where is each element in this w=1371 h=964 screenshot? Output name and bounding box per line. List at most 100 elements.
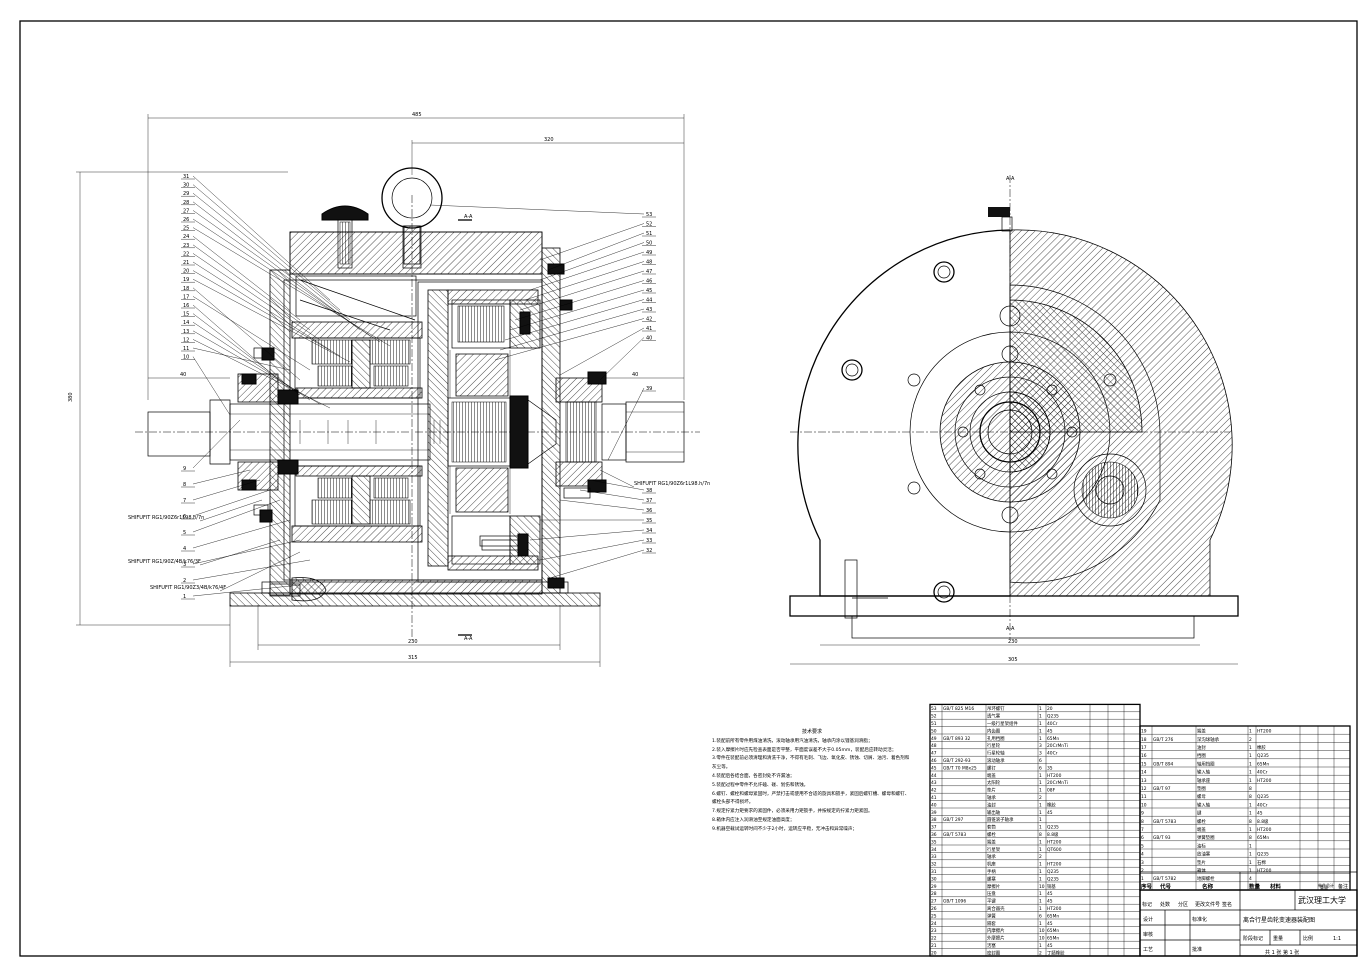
side-section-mark-top: A-A bbox=[1006, 176, 1015, 182]
bom-cell-mat: 橡胶 bbox=[1047, 801, 1056, 808]
bom-cell-no: 42 bbox=[931, 788, 937, 794]
bom-cell-no: 16 bbox=[1141, 753, 1147, 759]
bom-cell-name: 弹簧垫圈 bbox=[1197, 834, 1215, 841]
bom-cell-qty: 1 bbox=[1039, 810, 1042, 816]
bom-cell-no: 32 bbox=[931, 862, 937, 868]
balloon-right: 40 bbox=[646, 336, 652, 342]
title-zone: 分区 bbox=[1178, 901, 1188, 908]
bom-cell-mat: 45 bbox=[1047, 810, 1053, 816]
balloon-left: 26 bbox=[183, 217, 189, 223]
bom-cell-qty: 8 bbox=[1249, 794, 1252, 800]
leader-line bbox=[607, 387, 645, 461]
balloon-right: 39 bbox=[646, 386, 652, 392]
leader-line bbox=[547, 232, 645, 271]
bom-cell-name: 机座 bbox=[987, 861, 996, 868]
balloon-left: 10 bbox=[183, 355, 189, 361]
bom-cell-no: 27 bbox=[931, 899, 937, 905]
leader-line bbox=[524, 261, 645, 301]
leader-line bbox=[192, 218, 381, 343]
bom-cell-no: 36 bbox=[931, 832, 937, 838]
balloon-right: 33 bbox=[646, 538, 652, 544]
title-mark: 标记 bbox=[1142, 901, 1152, 908]
bom-cell-qty: 1 bbox=[1039, 876, 1042, 882]
dim-height: 380 bbox=[68, 392, 74, 402]
fit-annotation-4: SHIFUFIT RG1/90Z6r1L98.h/7n bbox=[634, 481, 710, 487]
bom-header-qty: 数量 bbox=[1249, 882, 1261, 890]
bom-cell-no: 22 bbox=[931, 936, 937, 942]
leader-line bbox=[499, 308, 645, 351]
leader-line bbox=[529, 529, 645, 541]
leader-line bbox=[192, 175, 331, 301]
bom-cell-qty: 1 bbox=[1039, 899, 1042, 905]
bom-cell-name: 深沟球轴承 bbox=[1197, 736, 1220, 743]
bom-cell-name: 输入轴 bbox=[1197, 769, 1211, 776]
bom-cell-qty: 1 bbox=[1249, 802, 1252, 808]
bom-cell-name: 键 bbox=[1197, 810, 1202, 817]
bom-cell-no: 45 bbox=[931, 765, 937, 771]
bom-cell-qty: 1 bbox=[1249, 753, 1252, 759]
bom-cell-no: 11 bbox=[1141, 794, 1147, 800]
bom-cell-qty: 1 bbox=[1039, 839, 1042, 845]
title-count: 处数 bbox=[1160, 901, 1170, 908]
title-drawing-name: 离合行星齿轮变速器装配图 bbox=[1243, 916, 1315, 924]
bom-cell-name: 轴承 bbox=[987, 853, 996, 860]
balloon-right: 38 bbox=[646, 488, 652, 494]
title-weight-label: 重量 bbox=[1273, 935, 1283, 942]
bom-cell-qty: 2 bbox=[1039, 950, 1042, 956]
leader-line bbox=[192, 469, 251, 485]
bom-cell-no: 12 bbox=[1141, 786, 1147, 792]
bom-cell-no: 29 bbox=[931, 884, 937, 890]
dim-base-outer: 315 bbox=[408, 655, 418, 661]
bom-cell-name: 套筒 bbox=[987, 824, 996, 831]
bom-cell-no: 5 bbox=[1141, 843, 1144, 849]
fit-annotation-3: SHIFUFIT RG1/90Z3/4B/k76/4F bbox=[150, 585, 226, 591]
leader-line bbox=[192, 184, 341, 311]
bom-cell-qty: 1 bbox=[1249, 778, 1252, 784]
bom-cell-name: 螺塞 bbox=[987, 875, 996, 882]
leader-line bbox=[504, 299, 645, 341]
bom-cell-name: 端盖 bbox=[987, 772, 996, 779]
bom-cell-no: 10 bbox=[1141, 802, 1147, 808]
balloon-left: 2 bbox=[183, 578, 186, 584]
balloon-left: 20 bbox=[183, 269, 189, 275]
bom-cell-qty: 2 bbox=[1039, 795, 1042, 801]
friction-pack-1-lower bbox=[317, 477, 353, 499]
title-std: 标准化 bbox=[1192, 916, 1207, 923]
bom-cell-code: GB/T 5783 bbox=[1153, 819, 1176, 825]
bom-cell-mat: 40Cr bbox=[1257, 802, 1268, 808]
balloon-right: 44 bbox=[646, 298, 652, 304]
clutch-drum-lower bbox=[291, 525, 423, 543]
leader-line bbox=[192, 489, 271, 517]
bom-cell-mat: 石棉 bbox=[1257, 859, 1266, 866]
leader-line bbox=[494, 318, 645, 361]
bom-cell-name: 离合器壳 bbox=[987, 905, 1005, 912]
bom-cell-no: 37 bbox=[931, 825, 937, 831]
balloon-left: 29 bbox=[183, 191, 189, 197]
balloon-right: 52 bbox=[646, 222, 652, 228]
bom-cell-no: 51 bbox=[931, 721, 937, 727]
leader-line bbox=[429, 204, 645, 215]
bom-cell-name: 箱体 bbox=[1197, 867, 1206, 874]
vent-cap-knob bbox=[321, 205, 369, 221]
note-line: 1.装配前所有零件用煤油清洗，滚动轴承用汽油清洗，轴承内涂以锂基润滑脂； bbox=[712, 738, 873, 744]
bom-cell-no: 40 bbox=[931, 802, 937, 808]
bom-cell-no: 24 bbox=[931, 921, 937, 927]
balloon-left: 12 bbox=[183, 337, 189, 343]
note-line: 5.装配过程中零件不允许磕、碰、划伤和锈蚀。 bbox=[712, 782, 809, 788]
bom-cell-name: 端盖 bbox=[987, 838, 996, 845]
bom-cell-name: 隔套 bbox=[987, 920, 996, 927]
bom-cell-code: GB/T 276 bbox=[1153, 737, 1174, 743]
bom-cell-name: 透气塞 bbox=[987, 713, 1001, 720]
dim-output-offset: 320 bbox=[544, 137, 554, 143]
bom-cell-qty: 3 bbox=[1039, 751, 1042, 757]
bom-cell-qty: 1 bbox=[1249, 868, 1252, 874]
bom-cell-qty: 1 bbox=[1039, 728, 1042, 734]
bom-cell-qty: 1 bbox=[1249, 770, 1252, 776]
bom-cell-no: 28 bbox=[931, 891, 937, 897]
balloon-left: 25 bbox=[183, 226, 189, 232]
bom-cell-mat: 65Mn bbox=[1047, 936, 1059, 942]
leader-line bbox=[192, 236, 301, 321]
bom-cell-qty: 8 bbox=[1249, 835, 1252, 841]
balloon-right: 45 bbox=[646, 288, 652, 294]
bom-cell-mat: 65Mn bbox=[1257, 761, 1269, 767]
